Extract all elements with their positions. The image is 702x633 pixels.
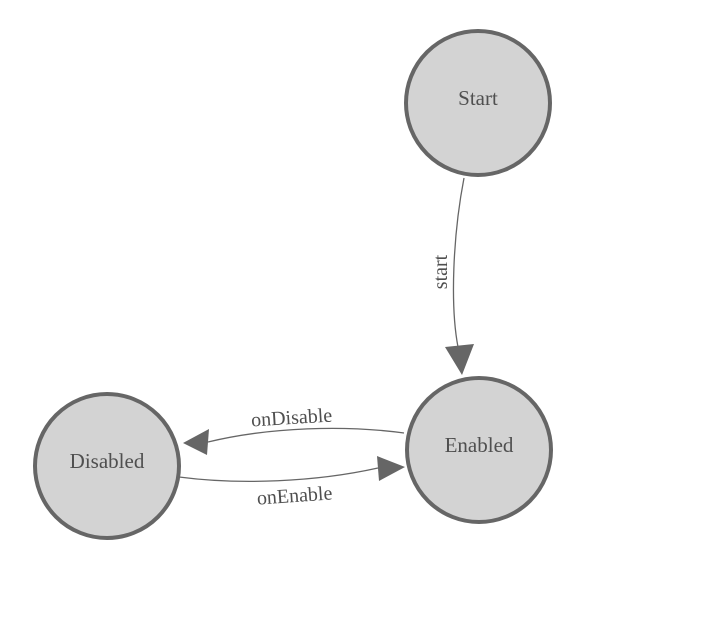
arrowhead-icon [445, 344, 474, 375]
arrowhead-icon [377, 456, 405, 481]
edge-start-to-enabled: start [430, 177, 474, 375]
state-label-start: Start [458, 86, 498, 110]
edge-label-onenable: onEnable [256, 482, 333, 509]
edge-line [207, 427, 405, 443]
edge-enabled-to-disabled: onDisable [183, 405, 405, 455]
state-circle [405, 376, 553, 524]
edge-disabled-to-enabled: onEnable [178, 456, 405, 510]
edge-label-ondisable: onDisable [250, 405, 332, 432]
state-circle [33, 392, 181, 540]
arrowhead-icon [183, 429, 209, 455]
edge-line [452, 177, 465, 348]
edge-label-start: start [430, 254, 452, 289]
state-label-enabled: Enabled [445, 433, 514, 457]
state-node-disabled: Disabled [33, 392, 181, 540]
state-node-start: Start [404, 29, 552, 177]
state-circle [404, 29, 552, 177]
state-node-enabled: Enabled [405, 376, 553, 524]
state-label-disabled: Disabled [70, 449, 145, 473]
edge-line [178, 467, 379, 482]
